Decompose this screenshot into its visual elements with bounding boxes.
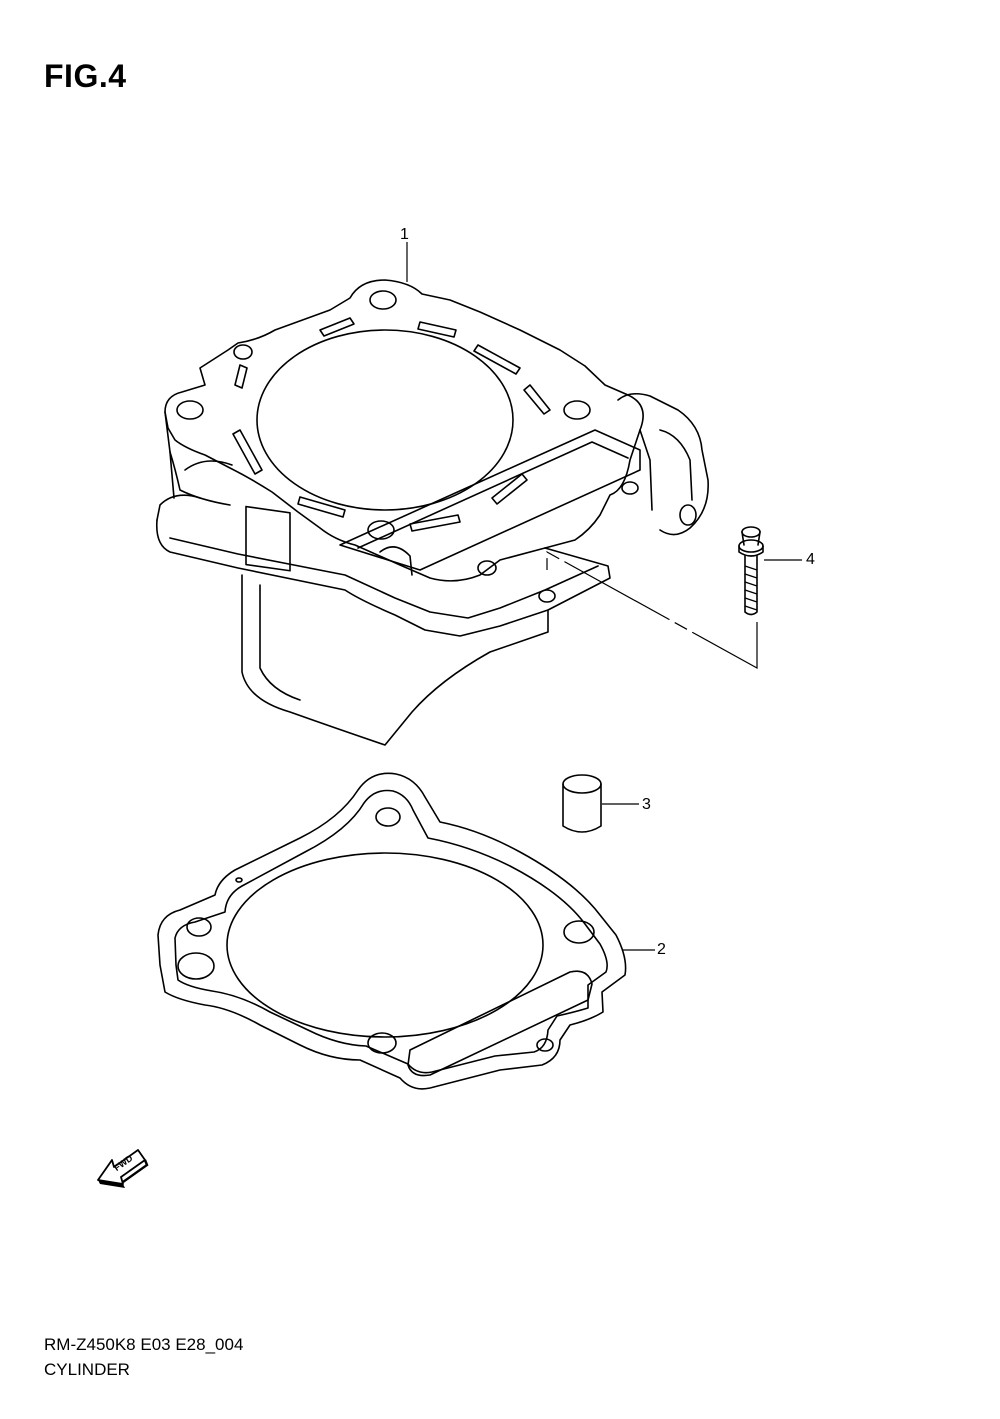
bolt-part[interactable] [738,526,764,616]
diagram-code: RM-Z450K8 E03 E28_004 [44,1335,244,1354]
fwd-arrow-icon [97,1149,149,1188]
installation-line [546,550,758,670]
diagram-name: CYLINDER [44,1360,130,1379]
callout-bolt: 4 [806,551,815,568]
callout-dowel-pin: 3 [642,796,651,813]
callout-gasket: 2 [657,941,666,958]
gasket-part[interactable] [157,772,627,1090]
figure-title: FIG.4 [44,58,127,94]
callout-cylinder: 1 [400,226,409,243]
cylinder-part[interactable] [155,279,709,746]
dowel-pin-part[interactable] [562,774,602,833]
